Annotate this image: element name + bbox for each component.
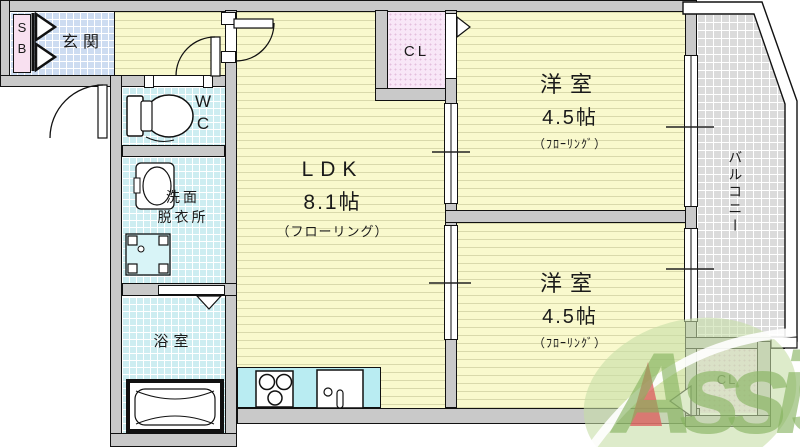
- closet-top-label: CL: [403, 43, 430, 60]
- kitchen-counter: [237, 367, 381, 408]
- sliding-door-bathroom: [158, 285, 225, 295]
- bedroom-bottom-size: 4.5帖: [542, 305, 598, 328]
- closet-bottom-label: CL: [716, 372, 738, 387]
- door-jamb: [221, 51, 236, 63]
- bedroom-top-size: 4.5帖: [542, 106, 598, 129]
- wall: [237, 408, 700, 424]
- window-ldk-bedroom-top: [444, 103, 458, 204]
- ldk-floor-type: （フローリング）: [276, 223, 389, 239]
- window-ldk-bedroom-bottom: [444, 225, 458, 340]
- room-bedroom-top: [457, 12, 685, 210]
- hallway: [115, 12, 225, 75]
- door-jamb: [144, 75, 154, 88]
- wall: [685, 415, 771, 427]
- closet-top: [388, 12, 445, 88]
- wall: [445, 210, 697, 223]
- shoe-box: [13, 14, 31, 73]
- wall: [225, 10, 237, 447]
- entrance-label: 玄関: [61, 34, 104, 51]
- wall: [375, 88, 447, 101]
- window-balcony-bottom: [684, 228, 698, 322]
- ldk-name: LDK: [301, 158, 364, 181]
- wall: [110, 433, 237, 447]
- front-door-arc: [49, 84, 104, 139]
- wall: [110, 75, 122, 447]
- washroom-label-line1: 洗面: [166, 189, 200, 205]
- front-door-leaf: [97, 84, 108, 139]
- washroom-label-line2: 脱衣所: [157, 209, 209, 226]
- bedroom-top-name: 洋室: [539, 72, 600, 97]
- bedroom-bottom-label: 洋室 4.5帖 （ﾌﾛｰﾘﾝｸﾞ）: [460, 270, 680, 351]
- bedroom-bottom-floor-type: （ﾌﾛｰﾘﾝｸﾞ）: [532, 335, 607, 350]
- washroom-label: 洗面 脱衣所: [139, 187, 227, 228]
- bathroom-label: 浴室: [153, 333, 194, 350]
- door-opening: [151, 76, 213, 86]
- room-bathroom: [122, 297, 225, 433]
- bedroom-top-label: 洋室 4.5帖 （ﾌﾛｰﾘﾝｸﾞ）: [460, 71, 680, 152]
- ldk-size: 8.1帖: [303, 191, 362, 215]
- wall: [0, 0, 10, 87]
- bedroom-top-floor-type: （ﾌﾛｰﾘﾝｸﾞ）: [532, 136, 607, 151]
- bedroom-bottom-name: 洋室: [539, 271, 600, 296]
- window-balcony-top: [684, 55, 698, 207]
- door-opening: [226, 14, 236, 62]
- wall: [0, 0, 697, 12]
- shoe-box-label: SB: [17, 20, 27, 57]
- door-jamb: [203, 75, 213, 88]
- closet-top-door: [445, 13, 457, 79]
- balcony-label: バルコニー: [727, 149, 744, 235]
- wall: [122, 145, 225, 157]
- door-jamb: [221, 12, 236, 25]
- ldk-label: LDK 8.1帖 （フローリング）: [245, 156, 420, 240]
- wc-label: WC: [194, 92, 212, 134]
